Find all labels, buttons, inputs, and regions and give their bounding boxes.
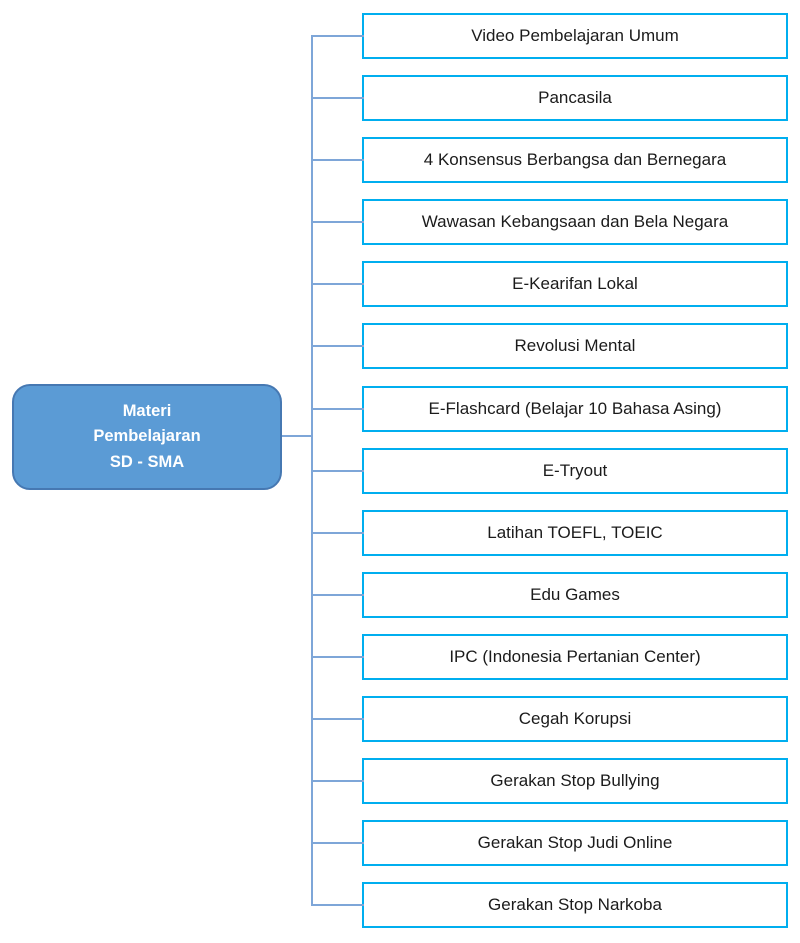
node-label: Video Pembelajaran Umum <box>471 26 679 45</box>
node-ipc-indonesia-pertanian-center: IPC (Indonesia Pertanian Center) <box>362 633 788 680</box>
connector-root-link <box>282 435 313 437</box>
node-e-tryout: E-Tryout <box>362 447 788 494</box>
node-label: 4 Konsensus Berbangsa dan Bernegara <box>423 150 727 170</box>
node-label: Gerakan Stop Bullying <box>490 771 660 791</box>
node-label: Cegah Korupsi <box>518 709 632 729</box>
node-label: Pancasila <box>538 88 612 108</box>
root-node-materi-pembelajaran: Materi Pembelajaran SD - SMA <box>12 384 282 490</box>
node-latihan-toefl-toeic: Latihan TOEFL, TOEIC <box>362 509 788 556</box>
node-e-kearifan-lokal: E-Kearifan Lokal <box>362 261 788 308</box>
node-gerakan-stop-narkoba: Gerakan Stop Narkoba <box>362 882 788 929</box>
node-cegah-korupsi: Cegah Korupsi <box>362 696 788 743</box>
leaf-node-list: Video Pembelajaran Umum Pancasila 4 Kons… <box>362 13 788 929</box>
node-label: Wawasan Kebangsaan dan Bela Negara <box>421 212 729 232</box>
node-pancasila: Pancasila <box>362 75 788 122</box>
node-label: IPC (Indonesia Pertanian Center) <box>449 646 701 666</box>
node-label: Edu Games <box>530 584 620 604</box>
node-e-flashcard: E-Flashcard (Belajar 10 Bahasa Asing) <box>362 385 788 432</box>
node-gerakan-stop-judi-online: Gerakan Stop Judi Online <box>362 820 788 867</box>
root-node-label-line1: Materi <box>122 401 172 420</box>
node-revolusi-mental: Revolusi Mental <box>362 323 788 370</box>
node-label: E-Tryout <box>542 460 608 480</box>
node-wawasan-kebangsaan-dan-bela-negara: Wawasan Kebangsaan dan Bela Negara <box>362 199 788 246</box>
node-gerakan-stop-bullying: Gerakan Stop Bullying <box>362 758 788 805</box>
node-label: Revolusi Mental <box>514 336 636 356</box>
node-video-pembelajaran-umum: Video Pembelajaran Umum <box>362 13 788 59</box>
node-label: Latihan TOEFL, TOEIC <box>487 522 663 542</box>
node-label: E-Flashcard (Belajar 10 Bahasa Asing) <box>428 398 722 418</box>
node-label: Gerakan Stop Narkoba <box>488 895 662 915</box>
root-node-label-line2: Pembelajaran <box>93 427 201 446</box>
node-edu-games: Edu Games <box>362 571 788 618</box>
node-label: E-Kearifan Lokal <box>512 274 638 294</box>
node-label: Gerakan Stop Judi Online <box>477 833 673 853</box>
root-node-label-line3: SD - SMA <box>109 452 185 471</box>
node-4-konsensus-berbangsa-dan-bernegara: 4 Konsensus Berbangsa dan Bernegara <box>362 137 788 184</box>
